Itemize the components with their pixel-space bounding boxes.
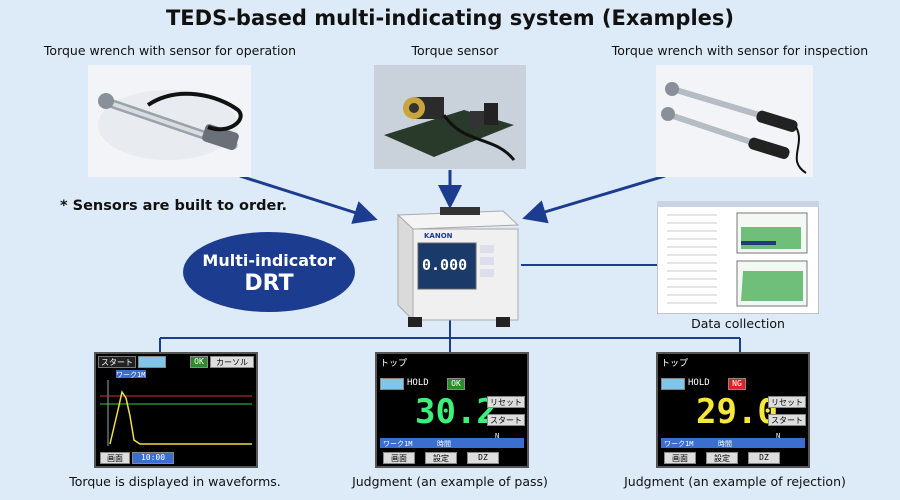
reset-button[interactable]: リセット <box>487 396 525 408</box>
status-badge: NG <box>728 378 746 390</box>
work-label: ワーク1M <box>116 370 146 379</box>
device-display-value: 0.000 <box>422 256 468 274</box>
caption-data-collection: Data collection <box>691 316 785 331</box>
device-brand: KANON <box>424 232 453 240</box>
dz-button[interactable]: DZ <box>748 452 780 464</box>
screen-button[interactable]: 画面 <box>383 452 415 464</box>
caption-torque-sensor: Torque sensor <box>411 43 499 58</box>
arrow-wrench-inspection <box>522 174 666 224</box>
cursor-button[interactable]: カーソル <box>210 356 254 368</box>
device-name-line2: DRT <box>244 271 294 296</box>
time-readout: 10:00 <box>132 452 174 464</box>
work-label: ワーク1M <box>383 440 413 448</box>
caption-judgment-pass: Judgment (an example of pass) <box>352 474 548 489</box>
hold-label: HOLD <box>688 378 710 388</box>
judgment-value: 29.0 <box>696 392 778 432</box>
judgment-reject-screen: トップ HOLD NG 29.0 N リセット スタート ワーク1M 時間 画面… <box>656 352 810 468</box>
judgment-pass-screen: トップ HOLD OK 30.2 N リセット スタート ワーク1M 時間 画面… <box>375 352 529 468</box>
caption-waveforms: Torque is displayed in waveforms. <box>69 474 281 489</box>
status-badge: OK <box>447 378 465 390</box>
waveform-plot <box>100 380 252 446</box>
work-label: ワーク1M <box>664 440 694 448</box>
waveform-screen: スタート OK カーソル ワーク1M 画面 10:00 <box>94 352 258 468</box>
settings-button[interactable]: 設定 <box>425 452 457 464</box>
data-collection-screenshot <box>657 201 819 314</box>
reset-button[interactable]: リセット <box>768 396 806 408</box>
sensors-note: * Sensors are built to order. <box>60 198 287 214</box>
start-button[interactable]: スタート <box>98 356 136 368</box>
page-title: TEDS-based multi-indicating system (Exam… <box>165 6 734 30</box>
device-name-oval: Multi-indicator DRT <box>183 232 355 312</box>
start-button[interactable]: スタート <box>768 414 806 426</box>
top-label: トップ <box>661 359 689 369</box>
caption-wrench-operation: Torque wrench with sensor for operation <box>43 43 297 58</box>
hold-label: HOLD <box>407 378 429 388</box>
arrow-wrench-operation <box>239 174 378 224</box>
screen-button[interactable]: 画面 <box>100 452 130 464</box>
mode-indicator <box>380 378 404 390</box>
caption-judgment-reject: Judgment (an example of rejection) <box>624 474 846 489</box>
wrench-operation-photo <box>88 65 251 177</box>
settings-button[interactable]: 設定 <box>706 452 738 464</box>
top-label: トップ <box>380 359 408 369</box>
device-name-line1: Multi-indicator <box>202 251 336 270</box>
time-label: 時間 <box>718 440 732 448</box>
unit-label: N <box>776 432 781 440</box>
mode-indicator <box>661 378 685 390</box>
mode-indicator <box>138 356 166 368</box>
torque-sensor-photo <box>374 65 526 169</box>
judgment-value: 30.2 <box>415 392 497 432</box>
ok-badge: OK <box>190 356 208 368</box>
dz-button[interactable]: DZ <box>467 452 499 464</box>
time-label: 時間 <box>437 440 451 448</box>
wrench-inspection-photo <box>656 65 813 177</box>
screen-button[interactable]: 画面 <box>664 452 696 464</box>
unit-label: N <box>495 432 500 440</box>
start-button[interactable]: スタート <box>487 414 525 426</box>
caption-wrench-inspection: Torque wrench with sensor for inspection <box>611 43 869 58</box>
multi-indicator-device <box>396 207 520 327</box>
